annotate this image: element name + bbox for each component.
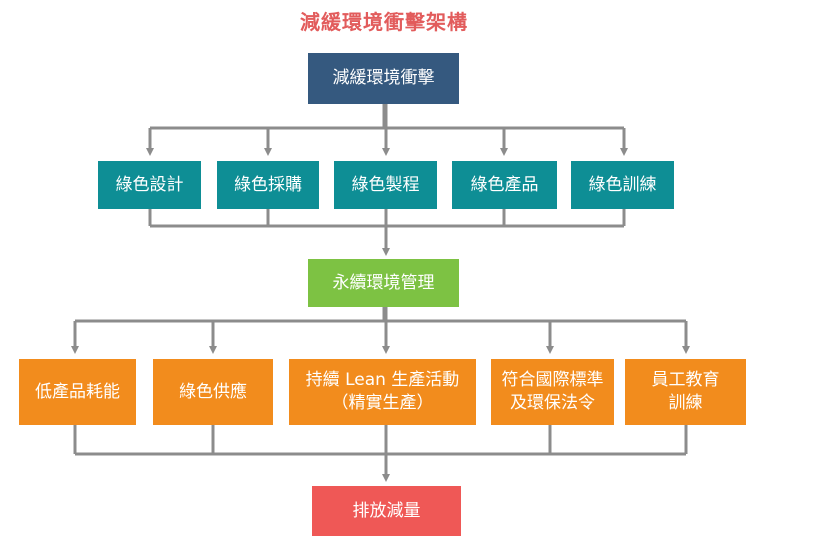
- level2-node-line1: 符合國際標準: [501, 370, 604, 390]
- level2-node-standards: 符合國際標準 及環保法令: [491, 359, 614, 425]
- level1-node-label: 綠色設計: [115, 174, 184, 195]
- level2-node-line2: 及環保法令: [510, 393, 595, 413]
- result-node-label: 排放減量: [352, 500, 421, 521]
- level2-node-line1: 持續 Lean 生產活動: [305, 370, 460, 390]
- level2-node-green-supply: 綠色供應: [153, 359, 273, 425]
- level2-node-line1: 綠色供應: [179, 381, 247, 402]
- level1-node-green-procurement: 綠色採購: [217, 161, 319, 209]
- level2-node-line1: 員工教育: [651, 370, 720, 390]
- level2-node-line1: 低產品耗能: [35, 381, 120, 402]
- level1-node-label: 綠色採購: [234, 174, 302, 195]
- level1-node-green-process: 綠色製程: [334, 161, 437, 209]
- level1-node-green-design: 綠色設計: [98, 161, 201, 209]
- diagram-title: 減緩環境衝擊架構: [300, 10, 468, 34]
- result-node: 排放減量: [312, 486, 461, 536]
- middle-node-label: 永續環境管理: [332, 272, 435, 293]
- level1-node-label: 綠色產品: [470, 174, 539, 195]
- level2-node-employee-training: 員工教育 訓練: [625, 359, 746, 425]
- level1-node-label: 綠色訓練: [588, 174, 657, 195]
- root-node-label: 減緩環境衝擊: [332, 68, 435, 88]
- level2-node-low-energy: 低產品耗能: [19, 359, 136, 425]
- level2-node-line2: （精實生產）: [331, 393, 434, 413]
- root-node: 減緩環境衝擊: [308, 53, 459, 104]
- middle-node: 永續環境管理: [308, 259, 459, 307]
- level1-node-green-training: 綠色訓練: [571, 161, 674, 209]
- level2-node-line2: 訓練: [668, 393, 703, 413]
- level1-node-green-product: 綠色產品: [452, 161, 557, 209]
- level1-node-label: 綠色製程: [351, 174, 420, 195]
- level2-node-lean: 持續 Lean 生產活動 （精實生產）: [289, 359, 476, 425]
